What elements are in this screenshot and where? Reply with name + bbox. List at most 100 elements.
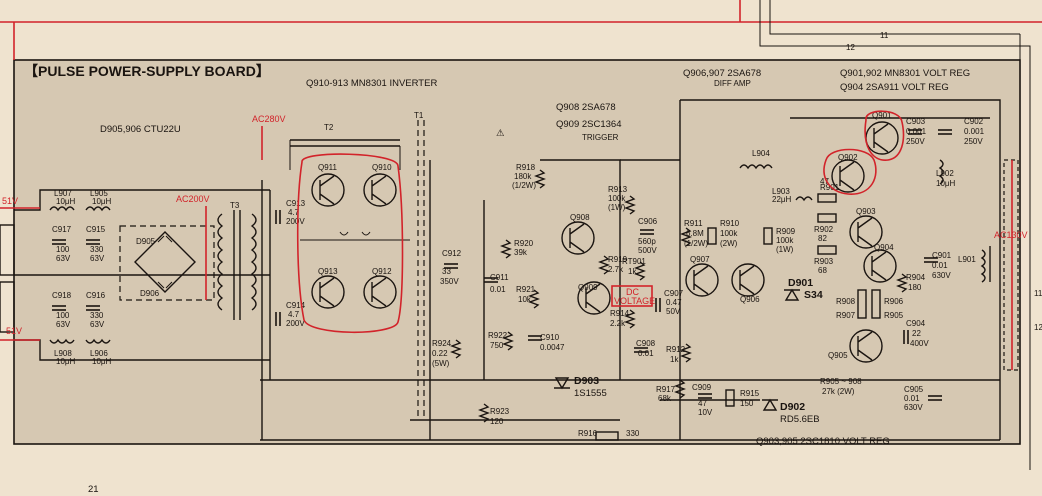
svg-text:Q905: Q905	[828, 351, 848, 360]
inductor-l903: L903 22μH	[772, 187, 813, 204]
svg-text:0.47: 0.47	[666, 298, 682, 307]
connector-11-right: 11	[1034, 289, 1042, 298]
svg-text:C918: C918	[52, 291, 72, 300]
svg-text:750: 750	[490, 341, 504, 350]
svg-text:630V: 630V	[932, 271, 951, 280]
inductor-l905: L905 10μH	[85, 189, 112, 212]
connector-12-right: 12	[1034, 323, 1042, 332]
output-connector	[1003, 159, 1019, 371]
resistor-r910: R910 100k (2W)	[707, 219, 740, 248]
capacitor-c917: C917 100 63V	[52, 225, 72, 263]
svg-text:C913: C913	[286, 199, 306, 208]
input-connector-top	[0, 224, 15, 276]
svg-text:R906: R906	[884, 297, 904, 306]
svg-text:(1/2W): (1/2W)	[684, 239, 708, 248]
capacitor-c912: C912 33 350V	[440, 249, 462, 286]
svg-text:(1/2W): (1/2W)	[512, 181, 536, 190]
svg-text:R919: R919	[608, 255, 628, 264]
svg-text:22μH: 22μH	[772, 195, 792, 204]
volt-reg-label-2: Q904 2SA911 VOLT REG	[840, 82, 949, 93]
svg-text:10μH: 10μH	[56, 357, 76, 366]
resistor-array-r905-908: R908 R907 R906 R905	[836, 289, 904, 320]
diff-amp-label: Q906,907 2SA678	[683, 68, 761, 79]
inductor-l902: L902 10μH	[936, 159, 956, 188]
svg-text:R915: R915	[740, 389, 760, 398]
connector-12-top: 12	[846, 43, 855, 52]
svg-text:82: 82	[818, 234, 827, 243]
svg-text:R922: R922	[488, 331, 508, 340]
r905-908-value: 27k (2W)	[822, 387, 855, 396]
transformer-t2: T2	[289, 123, 401, 170]
transistor-q912: Q912	[363, 267, 397, 309]
svg-text:R908: R908	[836, 297, 856, 306]
svg-text:R921: R921	[516, 285, 536, 294]
svg-text:D901: D901	[788, 277, 813, 289]
svg-text:10μH: 10μH	[92, 357, 112, 366]
input-connector-bottom	[0, 281, 15, 333]
svg-text:0.0047: 0.0047	[540, 343, 565, 352]
svg-text:R924: R924	[432, 339, 452, 348]
svg-text:(1W): (1W)	[776, 245, 794, 254]
capacitor-c907: C907 0.47 50V	[655, 289, 684, 316]
svg-text:180: 180	[908, 283, 922, 292]
transistor-q910: Q910	[363, 163, 397, 207]
svg-text:R913: R913	[608, 185, 628, 194]
svg-text:2.2k: 2.2k	[610, 319, 626, 328]
svg-text:L907: L907	[54, 189, 72, 198]
svg-text:R923: R923	[490, 407, 510, 416]
inductor-l907: L907 10μH	[49, 189, 76, 212]
diff-amp-note: DIFF AMP	[714, 79, 751, 88]
svg-text:10k: 10k	[518, 295, 532, 304]
resistor-r902: R902 82	[814, 213, 837, 243]
resistor-r923: R923 120	[478, 403, 510, 426]
resistor-r904: R904 180	[896, 273, 926, 293]
volt-reg-label-1: Q901,902 MN8301 VOLT REG	[840, 68, 970, 79]
svg-text:S34: S34	[804, 289, 823, 301]
diode-d905: D905	[136, 237, 156, 246]
svg-text:R917: R917	[656, 385, 676, 394]
svg-text:C910: C910	[540, 333, 560, 342]
svg-text:R918: R918	[516, 163, 536, 172]
rectifier-label: D905,906 CTU22U	[100, 124, 181, 135]
svg-text:10V: 10V	[698, 408, 713, 417]
svg-text:C914: C914	[286, 301, 306, 310]
svg-text:100k: 100k	[608, 194, 626, 203]
transformer-t3: T3	[217, 201, 257, 320]
svg-text:C903: C903	[906, 117, 926, 126]
capacitor-c911: C911 0.01	[484, 273, 509, 294]
svg-text:C916: C916	[86, 291, 106, 300]
capacitor-c905: C905 0.01 630V	[904, 385, 942, 412]
dc-voltage-label-2: VOLTAGE	[614, 296, 655, 306]
svg-text:R920: R920	[514, 239, 534, 248]
resistor-r924: R924 0.22 (5W)	[432, 339, 462, 368]
svg-text:200V: 200V	[286, 217, 305, 226]
svg-text:R907: R907	[836, 311, 856, 320]
svg-text:L906: L906	[90, 349, 108, 358]
svg-text:C915: C915	[86, 225, 106, 234]
annotation-ac200v: AC200V	[176, 194, 210, 204]
svg-text:4.7: 4.7	[288, 310, 300, 319]
red-circle-q902	[823, 148, 877, 195]
transistor-q908: Q908	[561, 213, 595, 255]
inverter-label: Q910-913 MN8301 INVERTER	[306, 78, 437, 89]
inductor-l906: L906 10μH	[85, 338, 112, 366]
svg-text:C917: C917	[52, 225, 72, 234]
svg-text:Q907: Q907	[690, 255, 710, 264]
resistor-r914: R914 2.2k	[610, 309, 636, 329]
svg-text:100: 100	[56, 245, 70, 254]
connector-11-top: 11	[880, 31, 889, 40]
svg-text:68: 68	[818, 266, 827, 275]
svg-text:C902: C902	[964, 117, 984, 126]
rail-right	[680, 99, 1001, 440]
svg-text:Q908: Q908	[570, 213, 590, 222]
resistor-r920: R920 39k	[500, 239, 534, 259]
transistor-q909: Q909	[577, 281, 611, 315]
svg-text:R903: R903	[814, 257, 834, 266]
svg-text:0.001: 0.001	[964, 127, 985, 136]
svg-text:10μH: 10μH	[936, 179, 956, 188]
svg-text:R904: R904	[906, 273, 926, 282]
svg-text:R902: R902	[814, 225, 834, 234]
svg-text:Q906: Q906	[740, 295, 760, 304]
bus-line-12	[759, 0, 1031, 470]
resistor-r909: R909 100k (1W)	[763, 227, 796, 254]
